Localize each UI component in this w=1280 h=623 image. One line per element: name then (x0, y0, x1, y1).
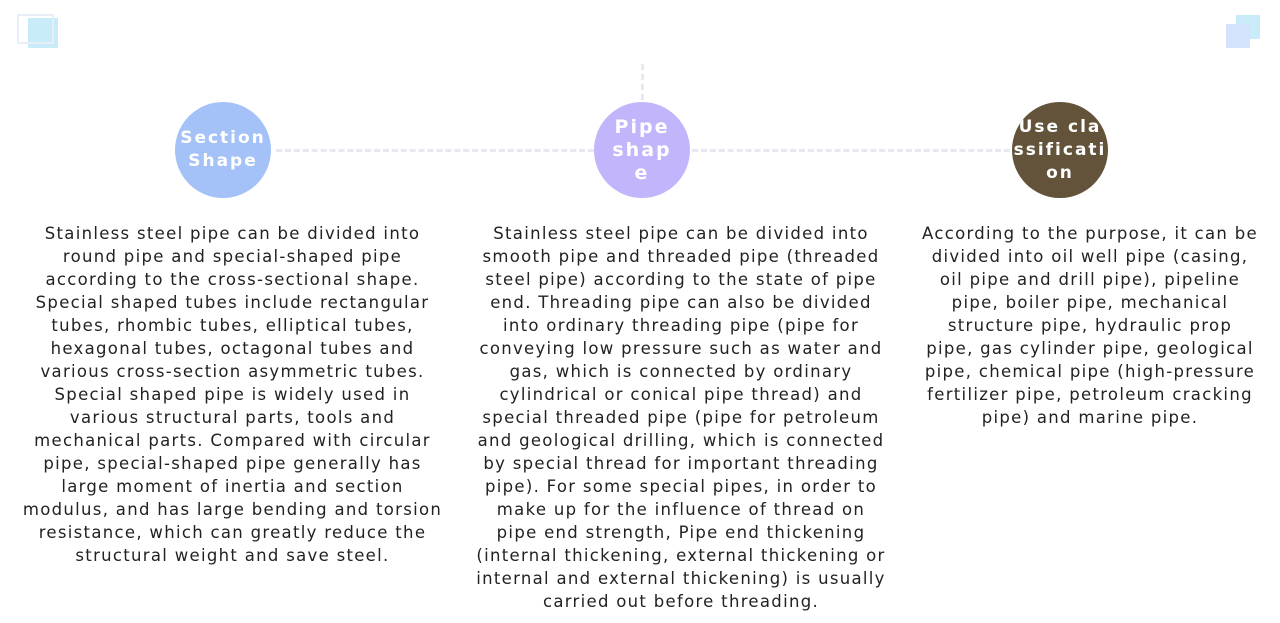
connector-vertical (641, 64, 644, 100)
use-classification-title: Use classification (1013, 116, 1107, 183)
use-classification-description: According to the purpose, it can be divi… (922, 224, 1258, 427)
connector-right (692, 149, 1010, 152)
use-classification-circle: Use classification (1012, 102, 1108, 198)
pipe-shape-description: Stainless steel pipe can be divided into… (476, 224, 886, 611)
pipe-shape-circle: Pipe shape (594, 102, 690, 198)
section-shape-title: Section Shape (180, 128, 266, 171)
section-shape-description: Stainless steel pipe can be divided into… (22, 224, 443, 565)
connector-left (276, 149, 594, 152)
pipe-shape-title: Pipe shape (612, 115, 672, 184)
section-shape-circle: Section Shape (175, 102, 271, 198)
